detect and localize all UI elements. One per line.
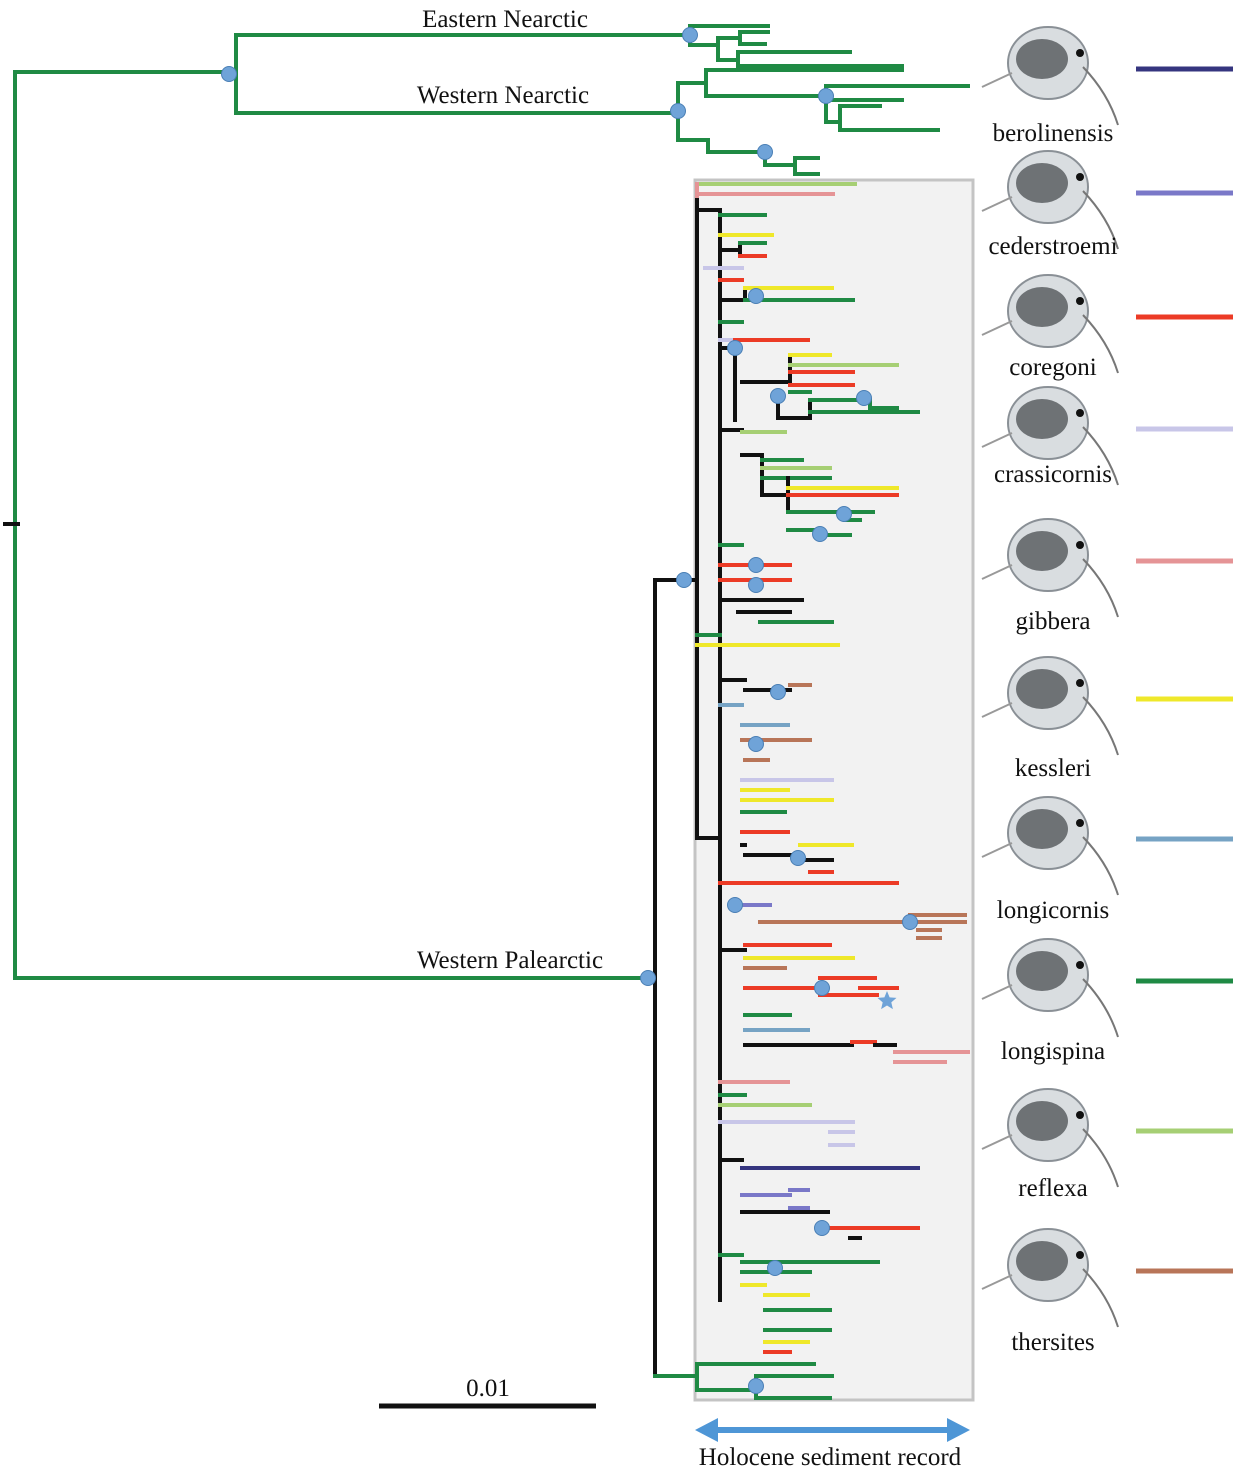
support-node-marker [813, 527, 828, 542]
region-label-western-nearctic: Western Nearctic [417, 82, 589, 109]
species-entry-coregoni: coregoni [982, 275, 1233, 381]
support-node-marker [758, 145, 773, 160]
support-node-marker [857, 391, 872, 406]
support-node-marker [683, 28, 698, 43]
species-name: longispina [1001, 1038, 1105, 1065]
support-node-marker [728, 898, 743, 913]
species-name: thersites [1011, 1329, 1094, 1356]
support-node-marker [819, 89, 834, 104]
support-node-marker [222, 67, 237, 82]
region-label-western-palearctic: Western Palearctic [417, 947, 603, 974]
species-entry-kessleri: kessleri [982, 657, 1233, 782]
daphnia-photo-icon [982, 1229, 1118, 1327]
species-entry-longicornis: longicornis [982, 797, 1233, 924]
support-node-marker [677, 573, 692, 588]
species-entry-longispina: longispina [982, 939, 1233, 1065]
species-name: kessleri [1015, 755, 1091, 782]
species-entry-berolinensis: berolinensis [982, 27, 1233, 147]
species-legend: berolinensis cederstroemi coregoni crassico… [982, 27, 1233, 1356]
species-name: longicornis [997, 897, 1110, 924]
species-name: coregoni [1009, 354, 1097, 381]
daphnia-photo-icon [982, 1089, 1118, 1187]
support-node-marker [771, 685, 786, 700]
support-node-marker [749, 578, 764, 593]
support-node-marker [671, 104, 686, 119]
species-name: cederstroemi [988, 233, 1117, 260]
support-node-marker [728, 341, 743, 356]
species-name: crassicornis [994, 461, 1112, 488]
species-entry-crassicornis: crassicornis [982, 387, 1233, 488]
species-name: reflexa [1018, 1175, 1087, 1202]
species-name: gibbera [1016, 608, 1091, 635]
species-entry-gibbera: gibbera [982, 519, 1233, 635]
support-node-marker [903, 915, 918, 930]
daphnia-photo-icon [982, 519, 1118, 617]
scale-bar-label: 0.01 [466, 1375, 510, 1402]
support-node-marker [837, 507, 852, 522]
support-node-marker [641, 971, 656, 986]
support-node-marker [791, 851, 806, 866]
sediment-record-arrow [695, 1418, 970, 1442]
support-node-marker [815, 981, 830, 996]
species-entry-cederstroemi: cederstroemi [982, 151, 1233, 260]
daphnia-photo-icon [982, 939, 1118, 1037]
support-node-marker [749, 558, 764, 573]
daphnia-photo-icon [982, 657, 1118, 755]
species-entry-reflexa: reflexa [982, 1089, 1233, 1202]
species-entry-thersites: thersites [982, 1229, 1233, 1356]
support-node-marker [749, 1379, 764, 1394]
daphnia-photo-icon [982, 27, 1118, 125]
support-node-marker [768, 1261, 783, 1276]
support-node-marker [749, 289, 764, 304]
support-node-marker [771, 389, 786, 404]
species-name: berolinensis [993, 120, 1114, 147]
daphnia-photo-icon [982, 797, 1118, 895]
sediment-record-label: Holocene sediment record [699, 1444, 962, 1470]
support-node-marker [815, 1221, 830, 1236]
region-label-eastern-nearctic: Eastern Nearctic [422, 6, 588, 33]
support-node-marker [749, 737, 764, 752]
